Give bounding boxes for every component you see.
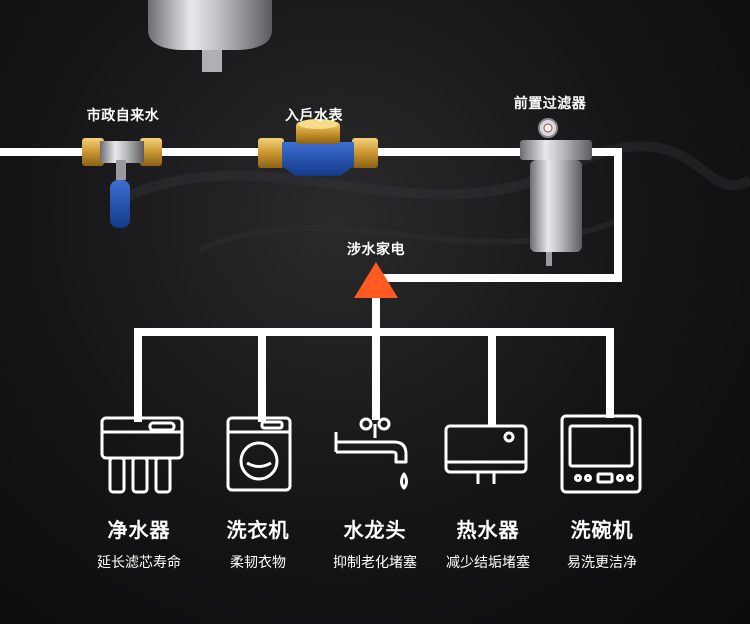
prefilter-icon [520, 118, 592, 266]
flow-arrow-icon [354, 262, 398, 298]
main-pipe [0, 148, 622, 426]
water-meter-icon [258, 119, 378, 176]
water-heater-icon [444, 424, 528, 484]
appliance-name-dishwasher: 洗碗机 [570, 518, 634, 542]
appliance-name-faucet: 水龙头 [343, 518, 407, 542]
appliance-benefit-purifier: 延长滤芯寿命 [97, 555, 181, 571]
appliance-benefit-washer: 柔韧衣物 [230, 555, 286, 571]
appliance-name-washer: 洗衣机 [226, 518, 290, 542]
ball-valve-icon [82, 138, 162, 228]
storage-tank-icon [148, 0, 272, 72]
appliance-name-heater: 热水器 [456, 518, 520, 542]
appliance-benefit-heater: 减少结垢堵塞 [446, 555, 530, 571]
dishwasher-icon [560, 414, 642, 494]
water-purifier-icon [100, 416, 184, 494]
appliance-benefit-faucet: 抑制老化堵塞 [333, 555, 417, 571]
water-meter-label: 入戶水表 [285, 108, 343, 124]
appliance-benefit-dishwasher: 易洗更洁净 [567, 555, 637, 571]
prefilter-label: 前置过滤器 [513, 96, 587, 112]
municipal-water-label: 市政自来水 [86, 108, 160, 124]
appliance-group-label: 涉水家电 [347, 242, 405, 258]
washing-machine-icon [226, 416, 292, 492]
faucet-icon [334, 417, 408, 490]
appliance-name-purifier: 净水器 [107, 518, 171, 542]
